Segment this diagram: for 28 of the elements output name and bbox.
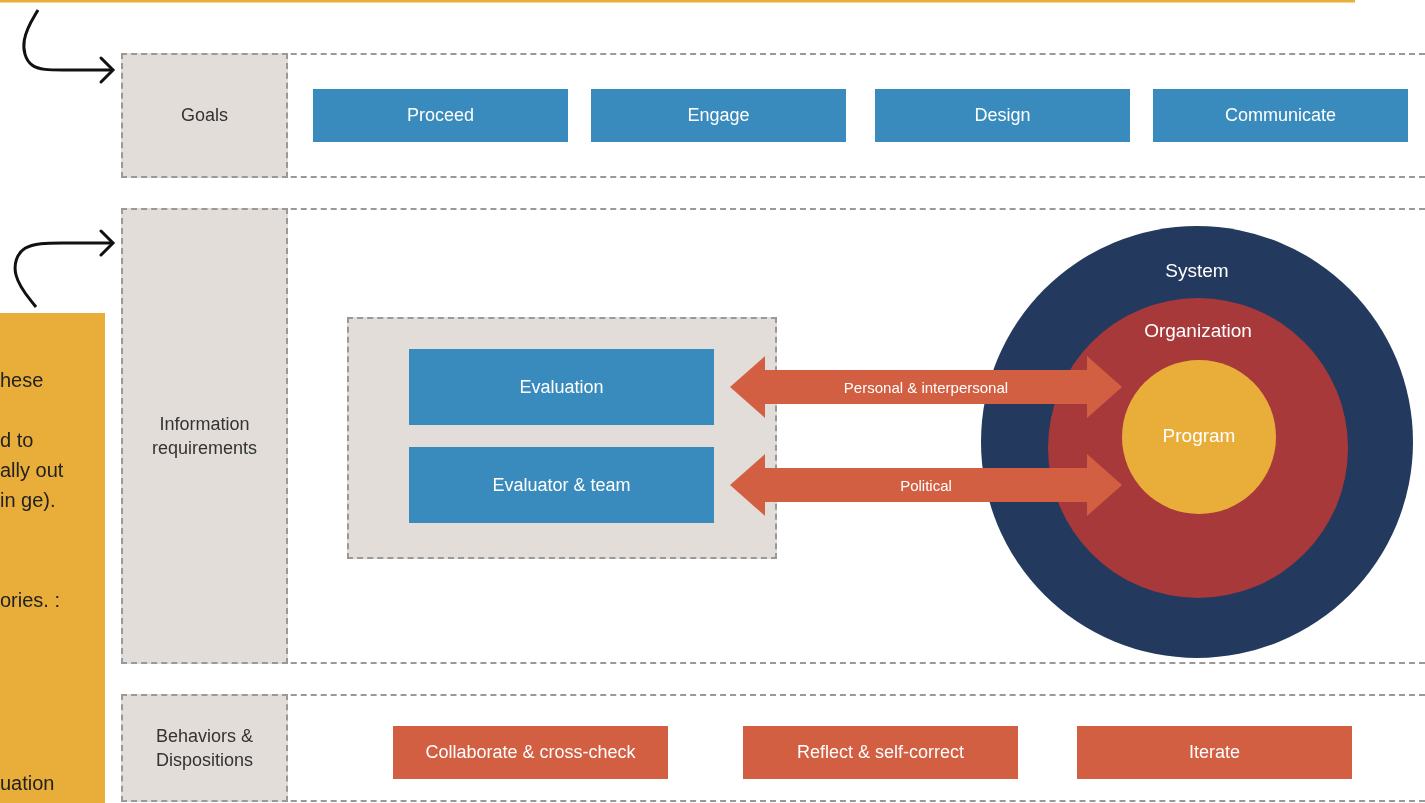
process-box: Proceed — [313, 89, 568, 142]
circle-label: System — [1164, 260, 1230, 282]
process-box: Evaluator & team — [409, 447, 714, 523]
row-band — [121, 694, 1425, 802]
circle-label: Program — [1161, 425, 1237, 447]
note-text: uation — [0, 771, 56, 796]
circle-label: Organization — [1143, 320, 1253, 342]
note-panel — [0, 313, 105, 803]
hand-drawn-arrow — [13, 229, 115, 308]
row-header: Goals — [121, 53, 288, 178]
behavior-box: Iterate — [1077, 726, 1352, 779]
hand-drawn-arrow — [22, 9, 115, 84]
behavior-box: Reflect & self-correct — [743, 726, 1018, 779]
row-header: Behaviors & Dispositions — [121, 694, 288, 802]
behavior-box: Collaborate & cross-check — [393, 726, 668, 779]
process-box: Design — [875, 89, 1130, 142]
process-box: Communicate — [1153, 89, 1408, 142]
process-box: Evaluation — [409, 349, 714, 425]
group-panel — [347, 317, 777, 559]
note-text: ories. : — [0, 588, 62, 613]
row-band — [121, 53, 1425, 178]
note-text: d to ally out in ge). — [0, 428, 65, 513]
row-header: Information requirements — [121, 208, 288, 664]
process-box: Engage — [591, 89, 846, 142]
double-arrow — [730, 454, 1122, 516]
row-band — [121, 208, 1425, 664]
note-text: hese — [0, 368, 45, 393]
double-arrow — [730, 356, 1122, 418]
